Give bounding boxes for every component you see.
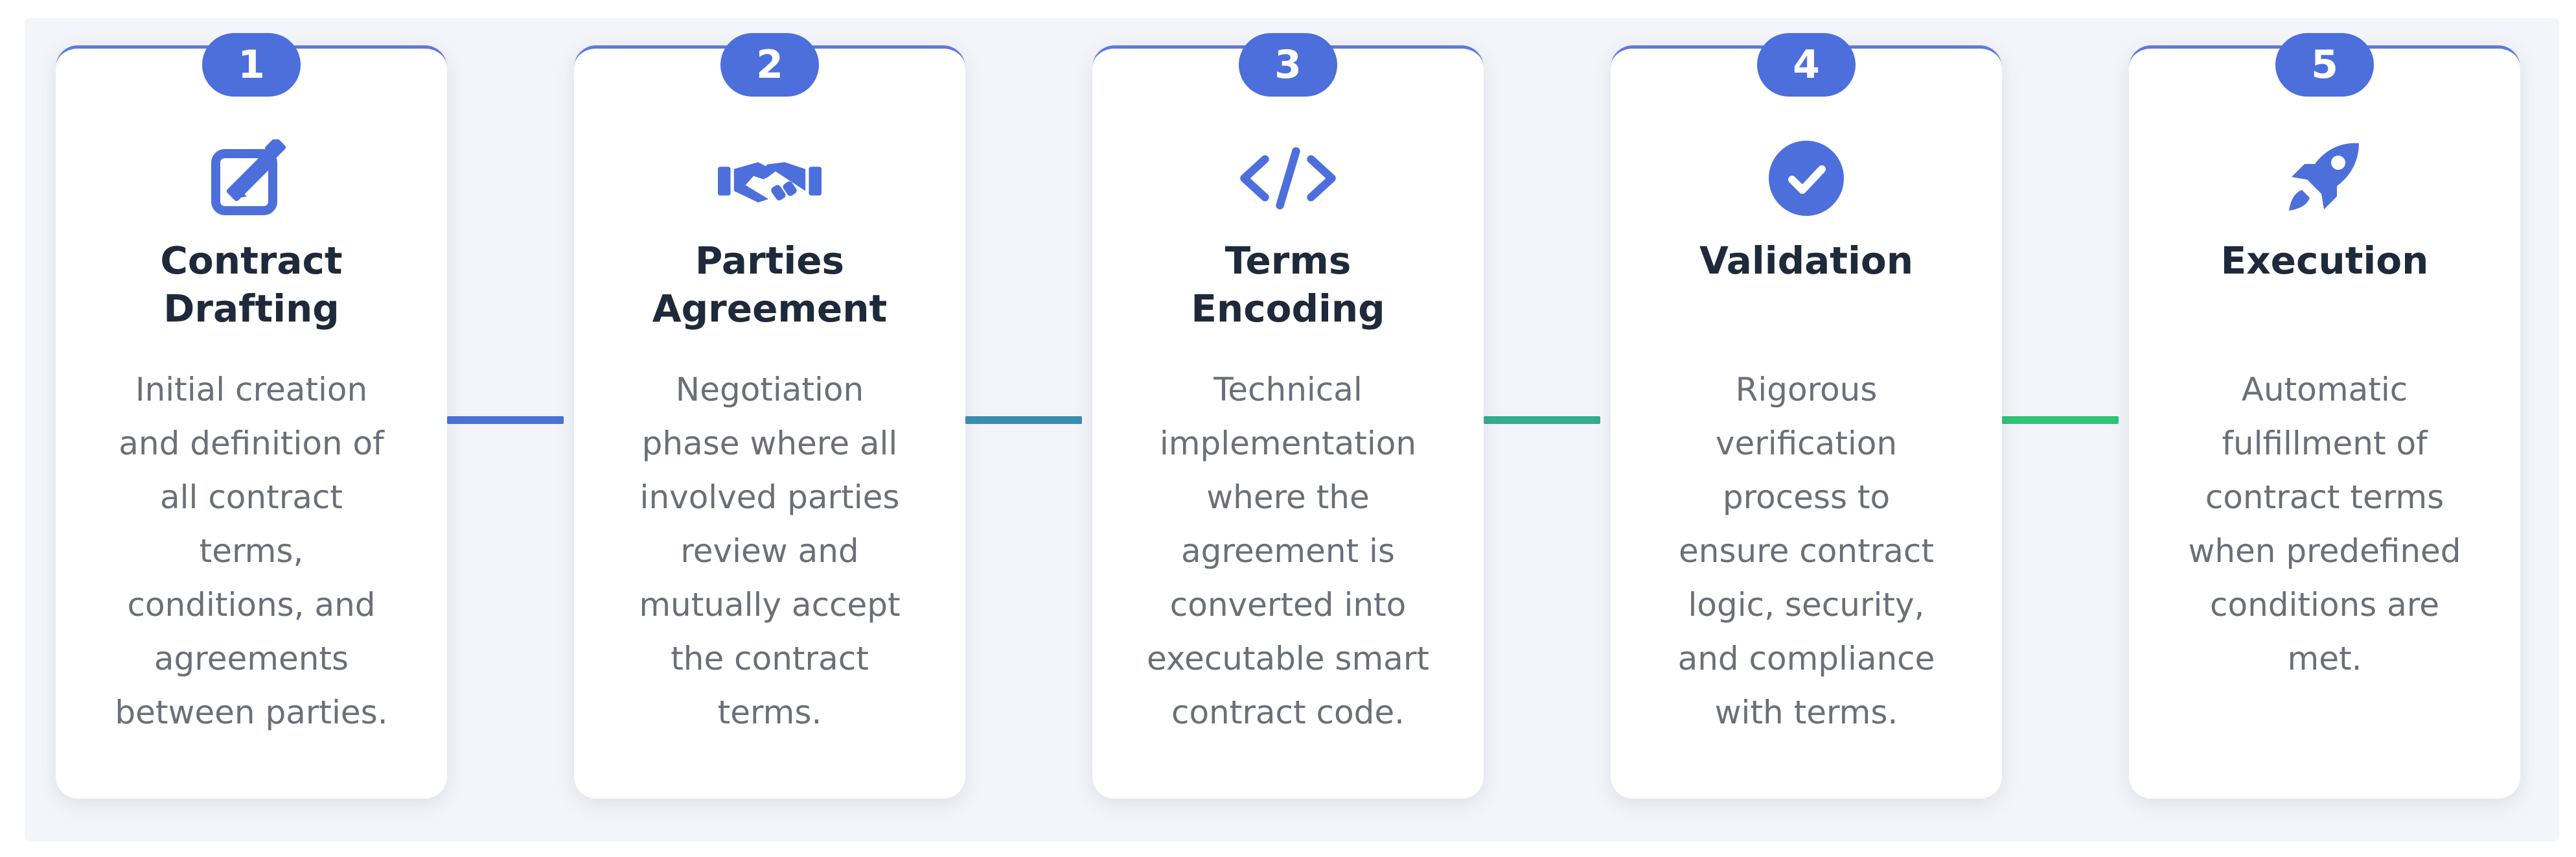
connector-4-5 — [2002, 416, 2119, 424]
step-number-badge: 4 — [1757, 33, 1856, 97]
rocket-icon — [2273, 139, 2376, 217]
step-number-badge: 2 — [720, 33, 819, 97]
step-number-badge: 3 — [1239, 33, 1337, 97]
step-title: Execution — [2220, 239, 2429, 283]
step-number-badge: 5 — [2275, 33, 2374, 97]
step-title: Parties Agreement — [652, 239, 888, 331]
step-title: Validation — [1699, 239, 1914, 283]
step-card-validation: 4 Validation Rigorous verification proce… — [1611, 33, 2002, 799]
edit-icon — [200, 139, 303, 217]
step-card-drafting: 1 Contract Drafting Initial creation and… — [56, 33, 447, 799]
step-description: Technical implementation where the agree… — [1147, 371, 1429, 731]
connector-1-2 — [447, 416, 564, 424]
step-title: Terms Encoding — [1191, 239, 1385, 331]
step-title: Contract Drafting — [160, 239, 343, 331]
connector-2-3 — [965, 416, 1082, 424]
step-description: Rigorous verification process to ensure … — [1677, 371, 1935, 731]
connector-3-4 — [1484, 416, 1600, 424]
step-card-agreement: 2 Parties Agreement Negotiation phase wh… — [574, 33, 965, 799]
step-number-badge: 1 — [202, 33, 301, 97]
handshake-icon — [718, 139, 822, 217]
step-card-encoding: 3 Terms Encoding Technical implementatio… — [1092, 33, 1484, 799]
step-description: Initial creation and definition of all c… — [115, 371, 388, 731]
code-icon — [1236, 139, 1340, 217]
step-card-execution: 5 Execution Automatic fulfillment of con… — [2129, 33, 2520, 799]
check-circle-icon — [1754, 139, 1858, 217]
step-description: Negotiation phase where all involved par… — [639, 371, 901, 731]
step-description: Automatic fulfillment of contract terms … — [2188, 371, 2461, 677]
